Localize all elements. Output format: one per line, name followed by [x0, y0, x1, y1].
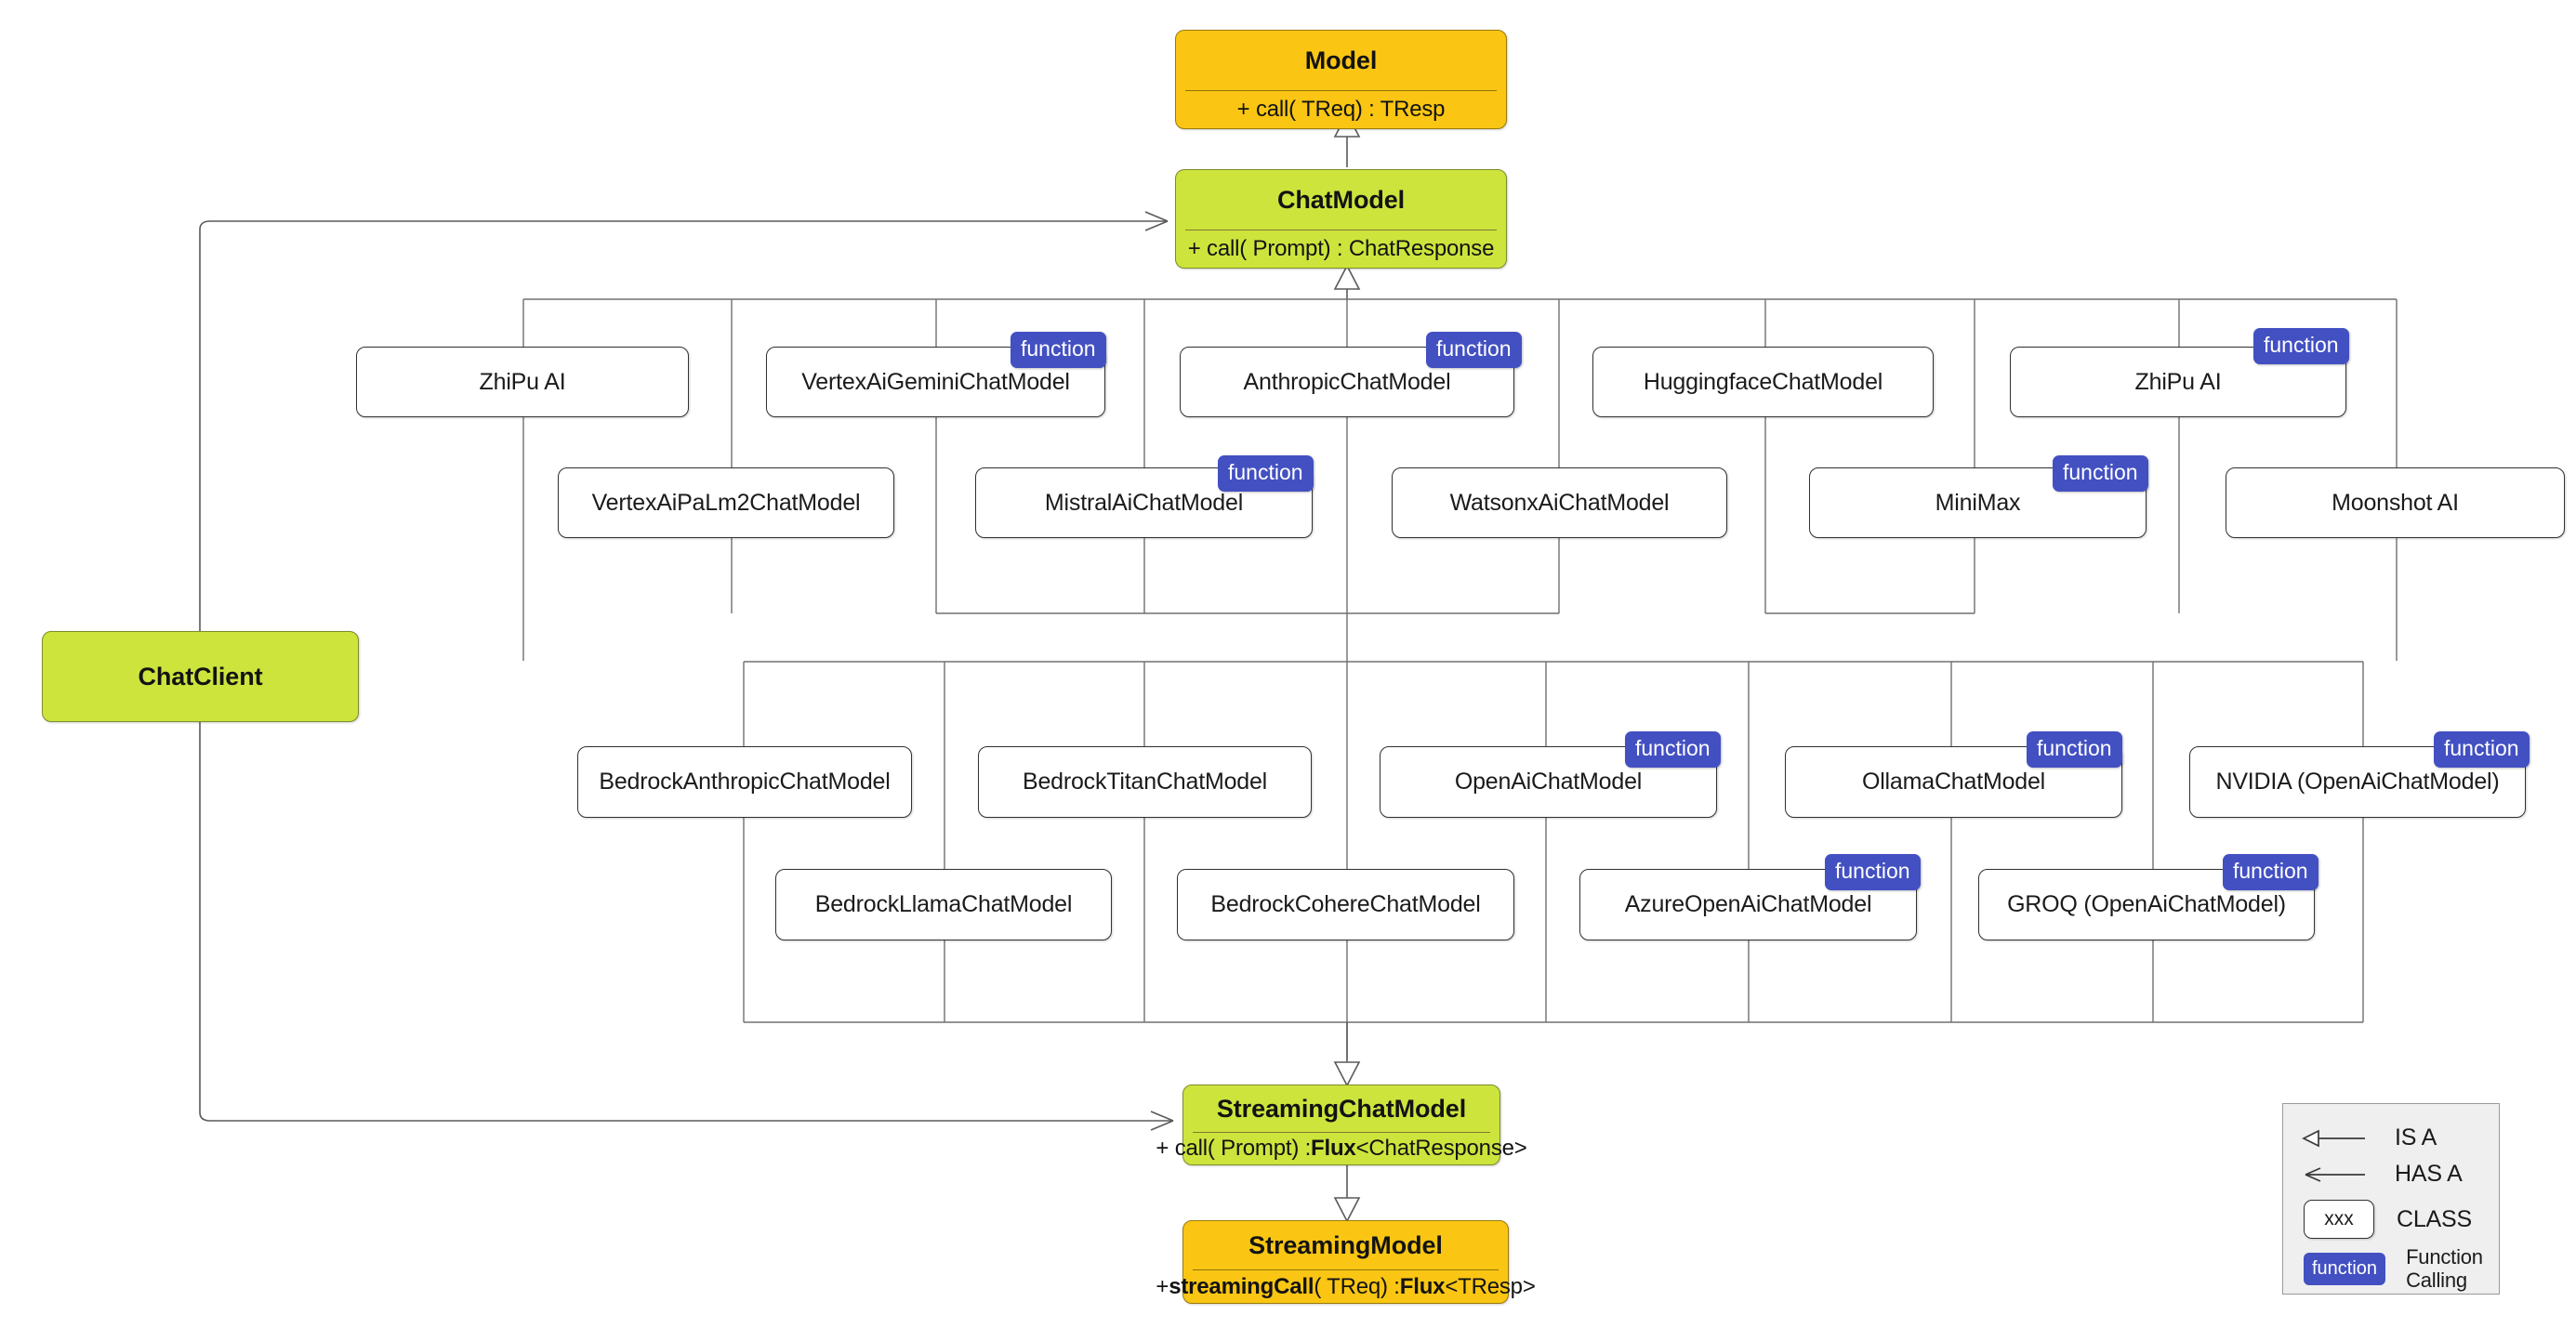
legend-arrow-lines: [2302, 1129, 2365, 1182]
chat-client-title: ChatClient: [138, 662, 263, 690]
legend-row-function: function Function Calling: [2304, 1245, 2517, 1292]
interface-chat-model[interactable]: ChatModel + call( Prompt) : ChatResponse: [1175, 169, 1507, 269]
function-badge[interactable]: function: [1011, 332, 1106, 368]
interface-streaming-chat-model[interactable]: StreamingChatModel + call( Prompt) : Flu…: [1156, 1085, 1527, 1165]
model-separator: [1185, 90, 1497, 91]
sm-method-bold: streamingCall: [1169, 1273, 1314, 1299]
class-name: Moonshot AI: [2332, 489, 2459, 516]
sm-method-post: <TResp>: [1445, 1273, 1536, 1299]
class-box[interactable]: BedrockAnthropicChatModel: [577, 746, 912, 818]
function-badge[interactable]: function: [1625, 731, 1721, 768]
function-badge[interactable]: function: [1426, 332, 1522, 368]
model-title: Model: [1304, 46, 1378, 74]
streaming-model-separator: [1193, 1269, 1499, 1270]
legend-is-a-label: IS A: [2395, 1124, 2437, 1150]
legend-class-label: CLASS: [2397, 1205, 2472, 1232]
scm-method-post: <ChatResponse>: [1355, 1136, 1527, 1161]
class-box[interactable]: Moonshot AI: [2226, 467, 2565, 538]
interface-streaming-model[interactable]: StreamingModel + streamingCall( TReq) : …: [1156, 1220, 1536, 1304]
chat-model-title: ChatModel: [1276, 185, 1406, 214]
class-box[interactable]: BedrockCohereChatModel: [1177, 869, 1514, 940]
class-name: OpenAiChatModel: [1454, 769, 1643, 795]
class-box[interactable]: BedrockLlamaChatModel: [775, 869, 1112, 940]
function-badge[interactable]: function: [1218, 455, 1314, 492]
class-box[interactable]: OllamaChatModel: [1785, 746, 2122, 818]
class-box[interactable]: BedrockTitanChatModel: [978, 746, 1312, 818]
sm-method-pre: +: [1156, 1273, 1169, 1299]
model-method: + call( TReq) : TResp: [1236, 97, 1446, 122]
function-badge[interactable]: function: [2434, 731, 2530, 768]
function-badge[interactable]: function: [1825, 854, 1921, 890]
class-name: VertexAiGeminiChatModel: [801, 368, 1070, 395]
streaming-chat-model-title: StreamingChatModel: [1216, 1094, 1467, 1123]
legend-row-class: xxx CLASS: [2304, 1200, 2472, 1239]
class-box[interactable]: WatsonxAiChatModel: [1392, 467, 1727, 538]
class-box[interactable]: ZhiPu AI: [356, 347, 689, 417]
streaming-chat-model-separator: [1193, 1132, 1490, 1133]
class-name: BedrockAnthropicChatModel: [599, 769, 891, 795]
class-name: BedrockLlamaChatModel: [814, 891, 1073, 918]
legend-function-label: Function Calling: [2406, 1245, 2483, 1292]
streaming-model-title: StreamingModel: [1248, 1230, 1443, 1259]
class-name: WatsonxAiChatModel: [1449, 489, 1670, 516]
class-name: ZhiPu AI: [2134, 368, 2222, 395]
streaming-chat-model-method: + call( Prompt) : Flux<ChatResponse>: [1156, 1133, 1526, 1164]
function-badge[interactable]: function: [2053, 455, 2148, 492]
class-name: GROQ (OpenAiChatModel): [2007, 891, 2286, 918]
function-badge[interactable]: function: [2253, 328, 2349, 364]
legend-class-swatch: xxx: [2304, 1200, 2374, 1239]
class-name: AnthropicChatModel: [1243, 368, 1451, 395]
legend-function-swatch: function: [2304, 1253, 2386, 1286]
function-badge[interactable]: function: [2027, 731, 2122, 768]
class-name: AzureOpenAiChatModel: [1624, 891, 1872, 918]
class-name: MiniMax: [1935, 489, 2021, 516]
class-box[interactable]: HuggingfaceChatModel: [1592, 347, 1934, 417]
class-chat-client[interactable]: ChatClient: [42, 631, 359, 722]
legend-has-a-label: HAS A: [2395, 1161, 2463, 1187]
scm-method-bold: Flux: [1311, 1136, 1356, 1161]
streaming-model-method: + streamingCall( TReq) : Flux<TResp>: [1156, 1270, 1535, 1303]
class-name: MistralAiChatModel: [1044, 489, 1244, 516]
legend-panel: IS A HAS A xxx CLASS function Function C…: [2282, 1103, 2500, 1295]
function-badge[interactable]: function: [2223, 854, 2318, 890]
sm-method-bold2: Flux: [1399, 1273, 1446, 1299]
class-name: HuggingfaceChatModel: [1643, 368, 1883, 395]
class-name: OllamaChatModel: [1861, 769, 2046, 795]
sm-method-mid: ( TReq) :: [1314, 1273, 1400, 1299]
chat-model-method: + call( Prompt) : ChatResponse: [1187, 236, 1495, 261]
class-name: BedrockCohereChatModel: [1210, 891, 1481, 918]
class-name: VertexAiPaLm2ChatModel: [591, 489, 861, 516]
class-name: NVIDIA (OpenAiChatModel): [2215, 769, 2500, 795]
interface-model[interactable]: Model + call( TReq) : TResp: [1175, 30, 1507, 129]
class-name: ZhiPu AI: [479, 368, 566, 395]
class-name: BedrockTitanChatModel: [1022, 769, 1268, 795]
legend-row-has-a: HAS A: [2395, 1161, 2463, 1188]
scm-method-pre: + call( Prompt) :: [1156, 1136, 1312, 1161]
class-box[interactable]: VertexAiPaLm2ChatModel: [558, 467, 894, 538]
legend-row-is-a: IS A: [2395, 1124, 2437, 1151]
